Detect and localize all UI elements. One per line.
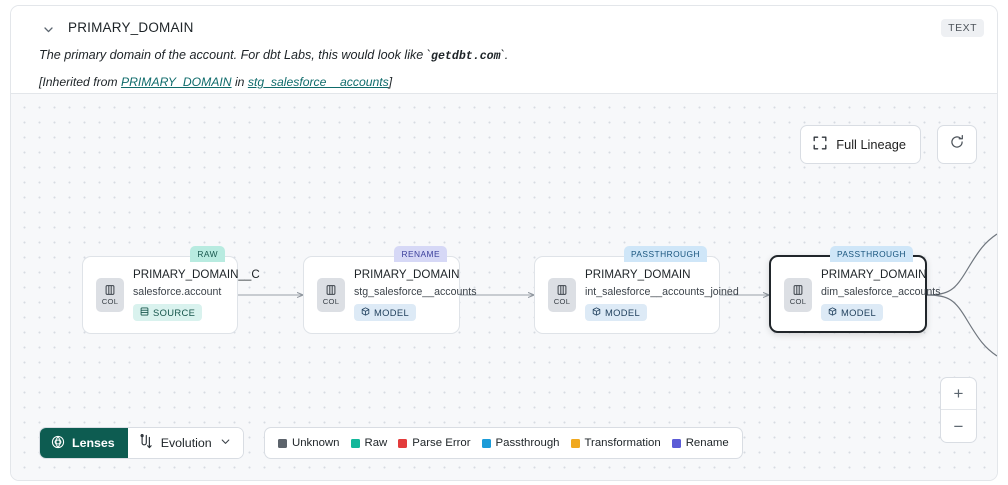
inherited-prefix: [Inherited from [39, 75, 121, 89]
column-icon: COL [96, 278, 124, 312]
full-lineage-button[interactable]: Full Lineage [800, 125, 921, 164]
node-tag-badge: PASSTHROUGH [829, 246, 913, 262]
node-kind-label: MODEL [841, 307, 877, 318]
aperture-icon [51, 435, 65, 452]
lineage-node-source[interactable]: RAW COL PRIMARY_DOMAIN__C salesforce.acc… [82, 246, 260, 334]
node-table-name: int_salesforce__accounts_joined [585, 286, 739, 298]
node-kind-label: MODEL [605, 307, 641, 318]
page-title: PRIMARY_DOMAIN [68, 20, 194, 35]
node-column-name: PRIMARY_DOMAIN__C [133, 268, 260, 281]
legend-label: Raw [364, 437, 388, 449]
column-icon: COL [548, 278, 576, 312]
refresh-button[interactable] [937, 125, 977, 164]
legend-swatch [350, 438, 360, 448]
full-lineage-label: Full Lineage [836, 137, 906, 152]
column-icon-label: COL [101, 297, 119, 306]
lenses-label: Lenses [72, 436, 115, 450]
node-column-name: PRIMARY_DOMAIN [585, 268, 691, 281]
node-column-name: PRIMARY_DOMAIN [821, 268, 927, 281]
lineage-node-stg[interactable]: RENAME COL PRIMARY_DOMAIN stg_salesforce… [303, 246, 477, 334]
lenses-button[interactable]: Lenses [40, 428, 128, 458]
inherited-model-link[interactable]: stg_salesforce__accounts [247, 75, 389, 89]
legend-label: Rename [685, 437, 729, 449]
lineage-canvas[interactable]: Full Lineage + − RAW [11, 94, 997, 480]
legend-item-parse-error: Parse Error [398, 437, 471, 449]
node-tag-badge: PASSTHROUGH [623, 246, 707, 262]
legend-label: Transformation [584, 437, 661, 449]
node-kind-label: SOURCE [153, 307, 196, 318]
node-kind-badge: MODEL [585, 304, 648, 321]
zoom-out-button[interactable]: − [953, 416, 964, 436]
evolution-flow-icon [139, 433, 153, 452]
legend-label: Passthrough [495, 437, 560, 449]
legend-item-passthrough: Passthrough [481, 437, 560, 449]
node-column-name: PRIMARY_DOMAIN [354, 268, 460, 281]
node-table-name: dim_salesforce_accounts [821, 286, 941, 298]
column-icon: COL [784, 278, 812, 312]
chevron-down-icon[interactable] [39, 20, 57, 38]
evolution-dropdown[interactable]: Evolution [127, 428, 243, 458]
lineage-node-dim-selected[interactable]: PASSTHROUGH COL PRIMARY_DOMAIN dim_sales… [769, 246, 941, 333]
zoom-controls[interactable]: + − [940, 377, 977, 443]
node-tag-badge: RENAME [394, 246, 447, 262]
lineage-legend: Unknown Raw Parse Error Passthrough Tran… [264, 427, 743, 459]
column-detail-panel: PRIMARY_DOMAIN TEXT The primary domain o… [10, 5, 998, 481]
node-kind-badge: SOURCE [133, 304, 203, 321]
node-kind-badge: MODEL [821, 304, 884, 321]
legend-swatch [481, 438, 491, 448]
inherited-column-link[interactable]: PRIMARY_DOMAIN [120, 75, 232, 89]
legend-label: Unknown [292, 437, 340, 449]
refresh-icon [949, 134, 965, 155]
zoom-in-button[interactable]: + [941, 378, 976, 410]
column-icon-label: COL [789, 297, 807, 306]
description-text-post: `. [500, 48, 509, 62]
lenses-toolbar: Lenses Evolution [39, 427, 244, 459]
inherited-middle: in [231, 75, 248, 89]
source-icon [140, 307, 149, 318]
column-icon-label: COL [553, 297, 571, 306]
legend-swatch [570, 438, 580, 448]
description-code: getdbt.com [431, 50, 501, 63]
column-icon: COL [317, 278, 345, 312]
model-cube-icon [361, 307, 370, 318]
legend-swatch [398, 438, 408, 448]
legend-item-rename: Rename [671, 437, 729, 449]
column-icon-label: COL [322, 297, 340, 306]
legend-swatch [671, 438, 681, 448]
node-tag-badge: RAW [190, 246, 225, 262]
evolution-label: Evolution [160, 436, 212, 450]
legend-item-unknown: Unknown [278, 437, 340, 449]
header-divider [11, 93, 997, 94]
chevron-down-icon [220, 436, 231, 450]
legend-label: Parse Error [412, 437, 471, 449]
description-text-pre: The primary domain of the account. For d… [39, 48, 431, 62]
node-table-name: salesforce.account [133, 286, 222, 298]
model-cube-icon [592, 307, 601, 318]
panel-header: PRIMARY_DOMAIN TEXT The primary domain o… [11, 6, 997, 94]
inherited-suffix: ] [388, 75, 393, 89]
node-table-name: stg_salesforce__accounts [354, 286, 477, 298]
column-type-badge: TEXT [941, 19, 984, 37]
legend-item-transformation: Transformation [570, 437, 661, 449]
legend-swatch [278, 438, 287, 448]
node-kind-badge: MODEL [354, 304, 417, 321]
expand-icon [813, 136, 827, 153]
lineage-edges [238, 233, 997, 357]
column-description: The primary domain of the account. For d… [39, 48, 508, 63]
inherited-from-note: [Inherited from PRIMARY_DOMAIN in stg_sa… [39, 75, 392, 89]
node-kind-label: MODEL [374, 307, 410, 318]
lineage-node-int[interactable]: PASSTHROUGH COL PRIMARY_DOMAIN int_sales… [534, 246, 739, 334]
legend-item-raw: Raw [350, 437, 388, 449]
model-cube-icon [828, 307, 837, 318]
